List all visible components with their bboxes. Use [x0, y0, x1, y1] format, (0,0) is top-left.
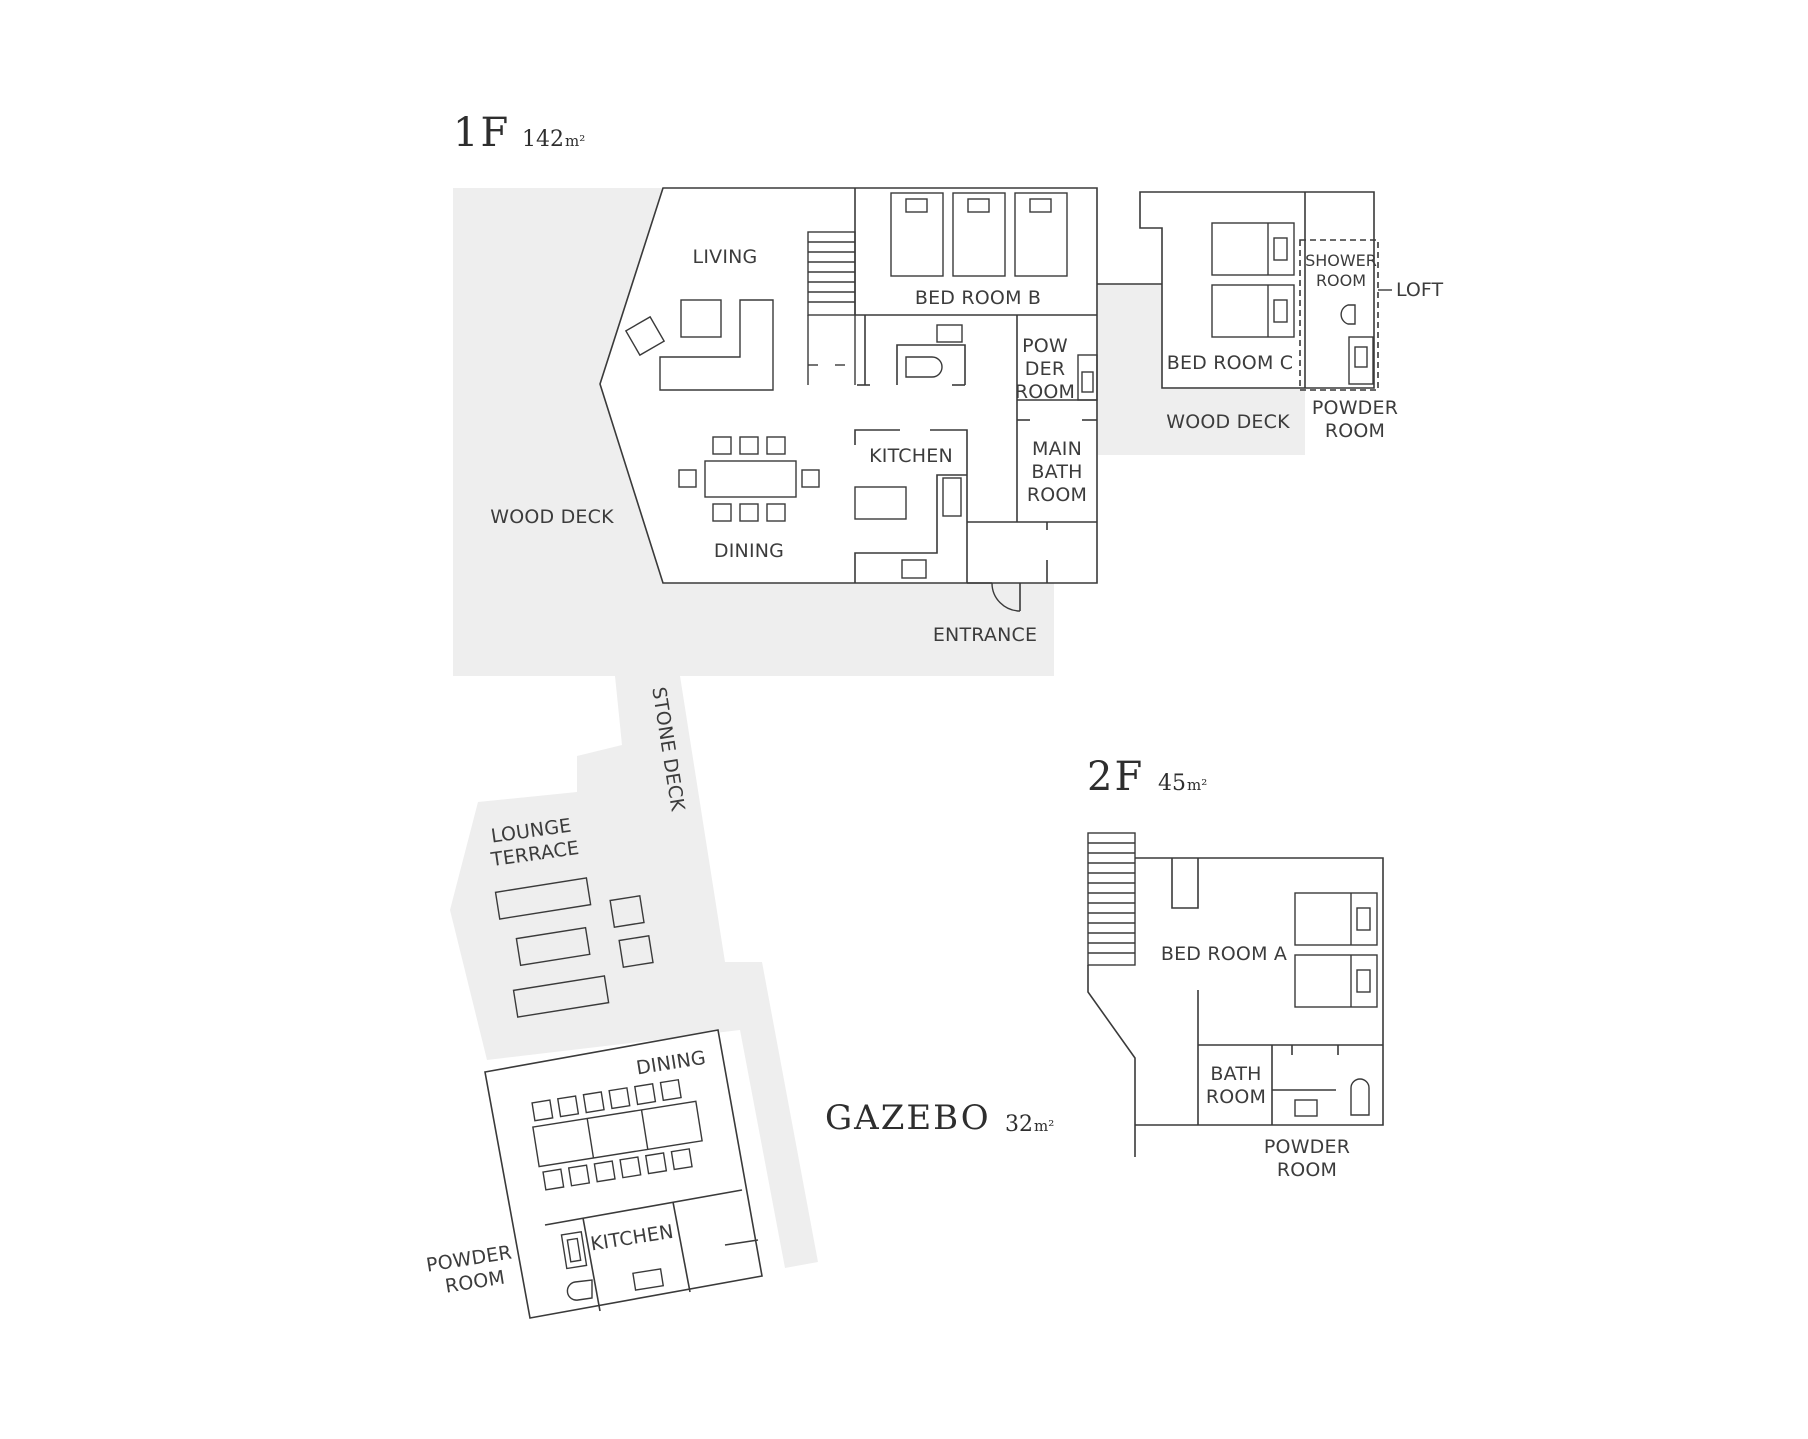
svg-text:ROOM: ROOM: [1316, 271, 1366, 290]
stairs-1f: [807, 231, 856, 385]
label-bed-room-c: BED ROOM C: [1167, 352, 1294, 374]
floor-1-labels: LIVING BED ROOM B POW DER ROOM KITCHEN M…: [490, 246, 1443, 646]
svg-text:1F: 1F: [453, 110, 510, 156]
gazebo-structure: [484, 877, 763, 1319]
svg-text:ROOM: ROOM: [1015, 381, 1075, 403]
label-living: LIVING: [693, 246, 758, 268]
svg-text:32: 32: [1005, 1112, 1033, 1137]
svg-text:ROOM: ROOM: [1277, 1159, 1337, 1181]
gazebo-outline: [484, 1029, 763, 1319]
label-entrance: ENTRANCE: [933, 624, 1037, 646]
svg-text:BATH: BATH: [1031, 461, 1082, 483]
floor-1-furniture: [624, 192, 1098, 579]
floor-2-title: 2F 45 m²: [1087, 754, 1207, 800]
gazebo-title: GAZEBO 32 m²: [825, 1098, 1054, 1138]
svg-text:m²: m²: [1187, 776, 1207, 794]
label-wood-deck-west: WOOD DECK: [490, 506, 614, 528]
main-house-outline: [599, 187, 1098, 584]
svg-text:BATH: BATH: [1210, 1063, 1261, 1085]
floor-1-walls: [599, 187, 1098, 612]
label-dining: DINING: [714, 540, 784, 562]
svg-text:SHOWER: SHOWER: [1305, 251, 1377, 270]
svg-text:142: 142: [522, 127, 564, 152]
bed-b-3: [1014, 192, 1068, 277]
svg-text:POWDER: POWDER: [1312, 397, 1398, 419]
svg-text:POW: POW: [1022, 335, 1068, 357]
svg-text:ROOM: ROOM: [1027, 484, 1087, 506]
svg-text:m²: m²: [1034, 1117, 1054, 1135]
svg-text:45: 45: [1158, 771, 1186, 796]
wood-deck-east-area: [1098, 284, 1305, 455]
label-kitchen: KITCHEN: [869, 445, 953, 467]
stone-deck-area: [450, 676, 818, 1268]
label-wood-deck-east: WOOD DECK: [1166, 411, 1290, 433]
svg-text:MAIN: MAIN: [1032, 438, 1082, 460]
bed-b-2: [952, 192, 1006, 277]
label-loft: LOFT: [1396, 279, 1443, 301]
svg-text:2F: 2F: [1087, 754, 1144, 800]
svg-text:POWDER: POWDER: [1264, 1136, 1350, 1158]
stairs-2f: [1087, 832, 1136, 966]
svg-text:ROOM: ROOM: [1325, 420, 1385, 442]
floor-2-labels: BED ROOM A BATH ROOM POWDER ROOM: [1161, 943, 1350, 1181]
wood-deck-west-area: [453, 188, 1054, 676]
floor-1-title: 1F 142 m²: [453, 110, 585, 156]
bed-b-1: [890, 192, 944, 277]
svg-text:GAZEBO: GAZEBO: [825, 1098, 991, 1138]
annex-bed-room-c: [1097, 191, 1392, 391]
floor-2-structure: [1087, 832, 1384, 1157]
label-bed-room-b: BED ROOM B: [915, 287, 1041, 309]
svg-text:m²: m²: [565, 132, 585, 150]
label-bed-room-a: BED ROOM A: [1161, 943, 1287, 965]
floor-2-outline: [1135, 857, 1384, 1126]
floor-1-decks: [450, 188, 1305, 1268]
svg-text:DER: DER: [1025, 358, 1065, 380]
svg-text:ROOM: ROOM: [1206, 1086, 1266, 1108]
